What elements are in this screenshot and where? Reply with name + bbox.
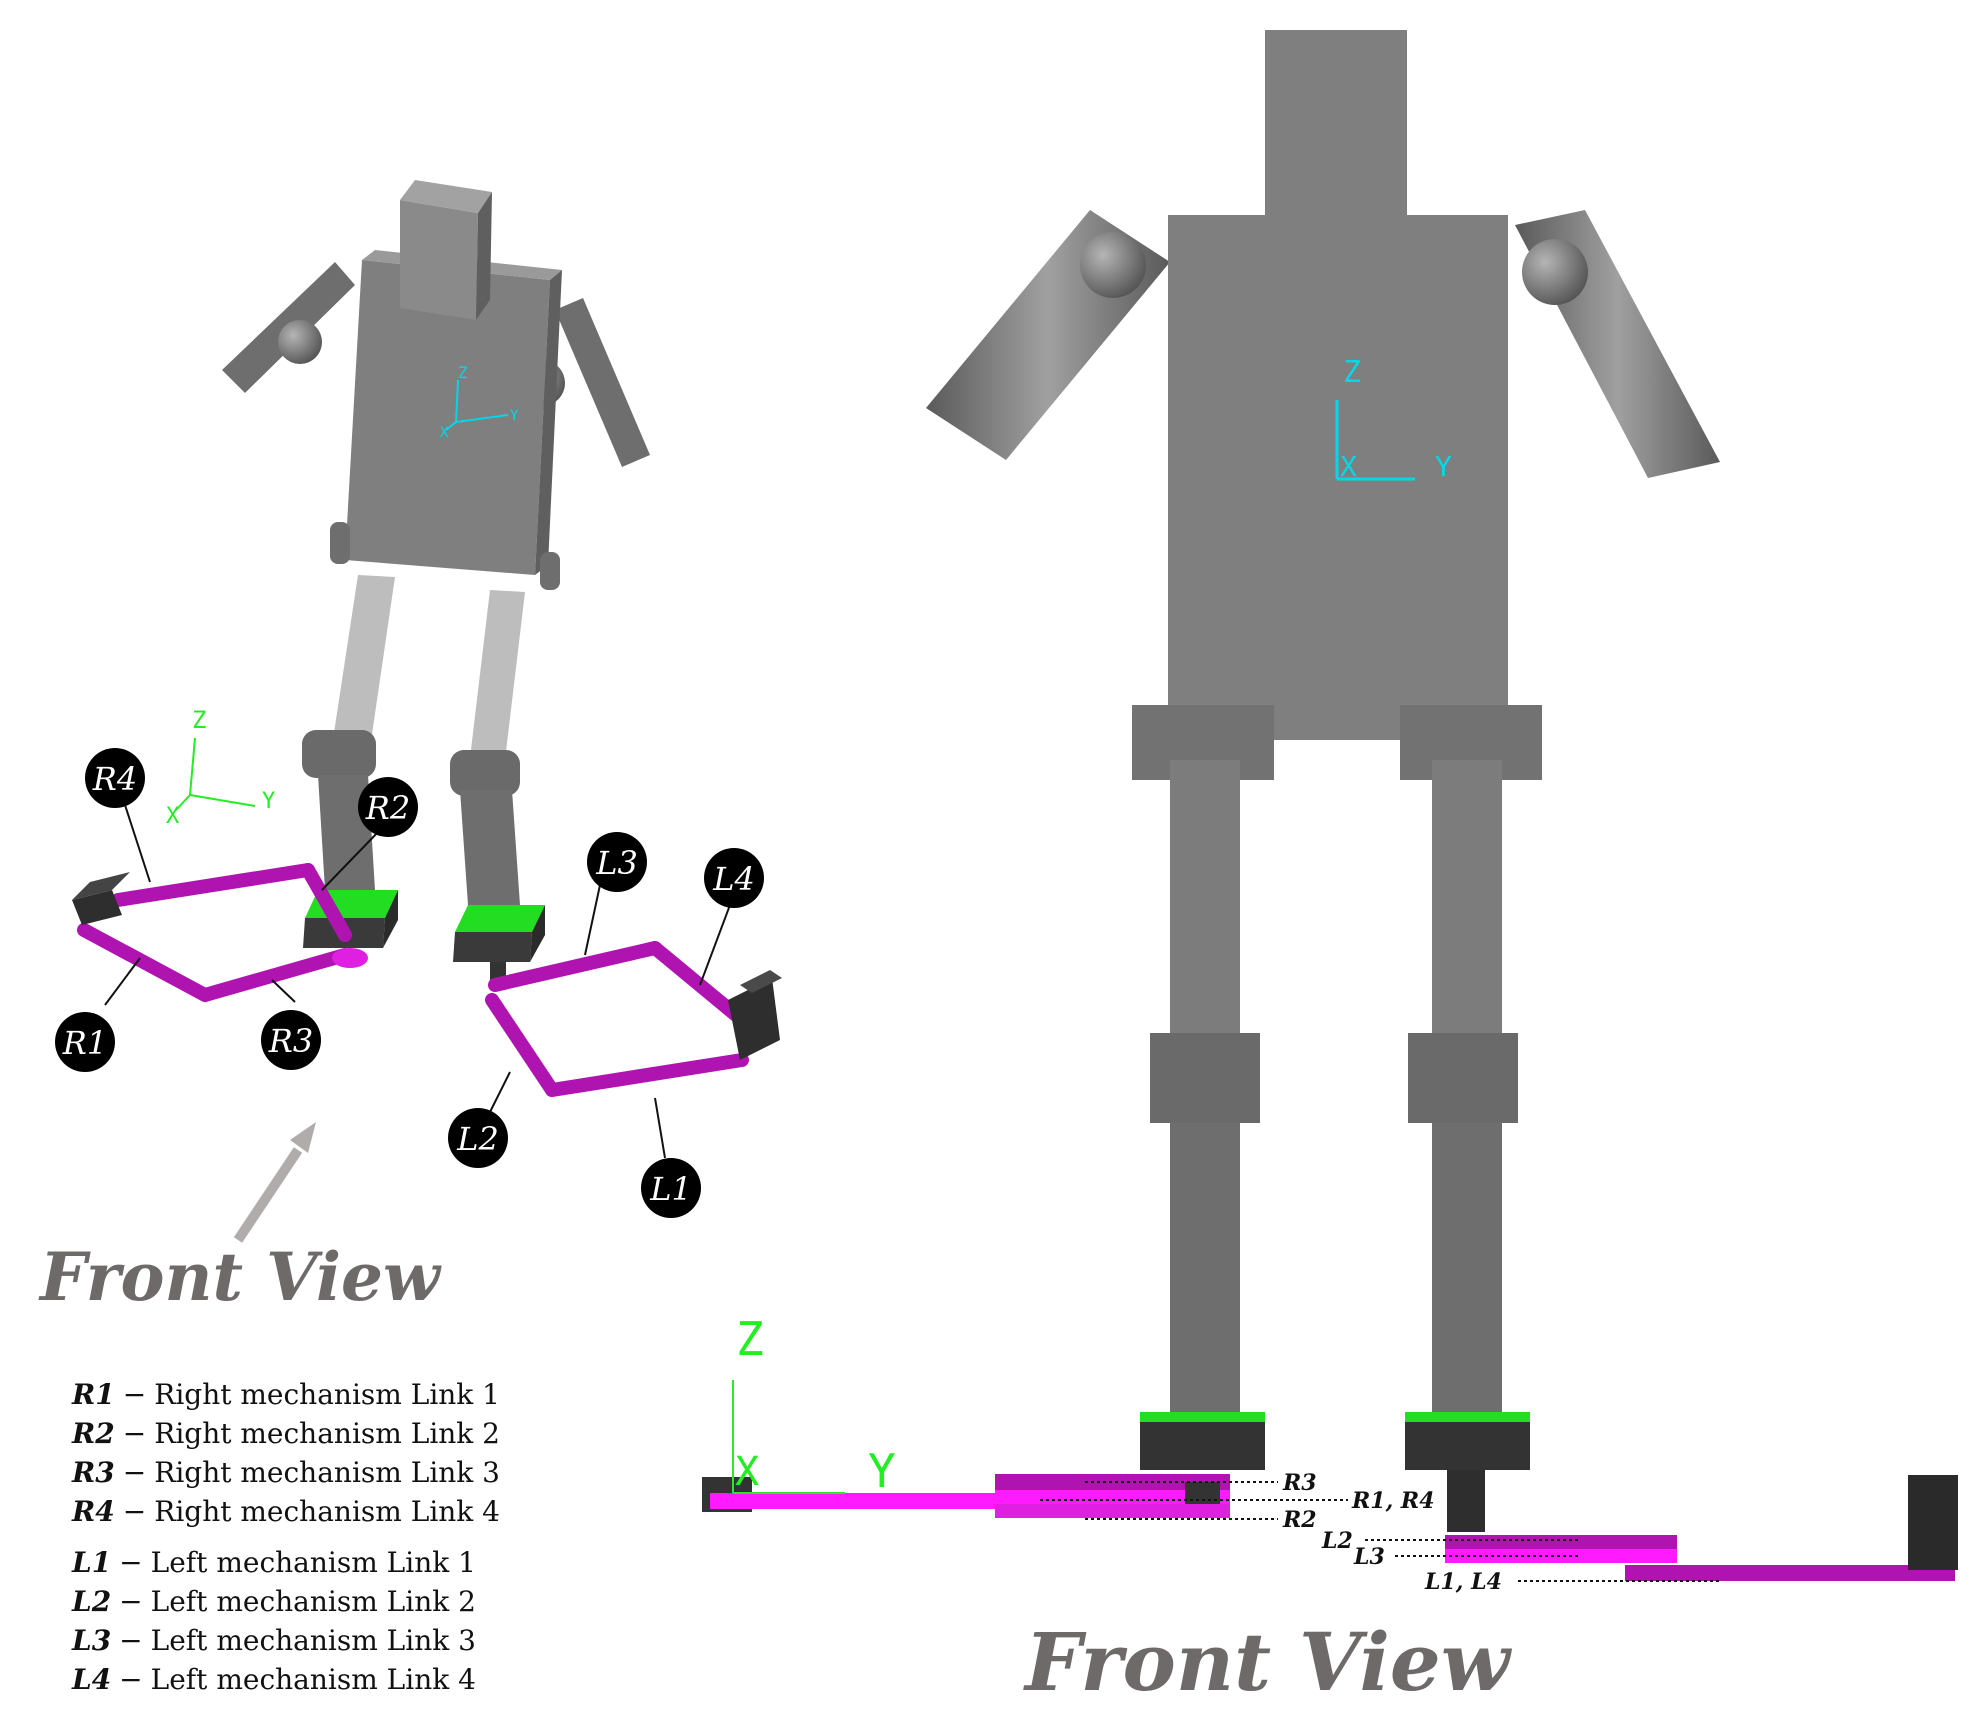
iso-torso-x-label: X (440, 425, 449, 441)
iso-shin-left (460, 790, 520, 905)
svg-text:R1: R1 (62, 1024, 107, 1062)
callout-r3: R3 (261, 1010, 321, 1070)
legend-item-l2: L2−Left mechanism Link 2 (72, 1585, 476, 1618)
link-l3 (488, 941, 662, 992)
iso-thigh-right (332, 575, 395, 748)
front-foot-left (1405, 1412, 1530, 1532)
callout-l2: L2 (448, 1108, 508, 1168)
iso-torso-y-label: Y (510, 408, 519, 424)
side-label-l1-l4: L1, L4 (1424, 1569, 1502, 1595)
front-torso-y-label: Y (1435, 450, 1452, 483)
view-direction-arrow (233, 1122, 316, 1243)
iso-hip-right (330, 522, 350, 564)
link-l1 (545, 1053, 749, 1097)
legend-item-r4: R4−Right mechanism Link 4 (72, 1495, 500, 1528)
legend-item-r2: R2−Right mechanism Link 2 (72, 1417, 500, 1450)
side-label-r1-r4: R1, R4 (1351, 1488, 1435, 1514)
callout-l1: L1 (641, 1158, 701, 1218)
link-l2 (485, 993, 559, 1097)
svg-text:L4: L4 (712, 860, 755, 898)
left-view-caption: Front View (38, 1238, 442, 1316)
link-legend: R1−Right mechanism Link 1 R2−Right mecha… (72, 1375, 592, 1699)
callout-r4: R4 (85, 748, 145, 808)
iso-hip-left (540, 552, 560, 590)
callout-l4: L4 (704, 848, 764, 908)
svg-text:L1: L1 (649, 1170, 692, 1208)
front-knee-left (1408, 1033, 1518, 1123)
link-r2 (301, 863, 352, 942)
front-leg-left-lower (1432, 1123, 1502, 1413)
callout-r2: R2 (358, 777, 418, 837)
front-world-axes (732, 1380, 845, 1494)
svg-text:R2: R2 (365, 789, 410, 827)
front-foot-right (1140, 1412, 1265, 1470)
side-label-l3: L3 (1353, 1544, 1385, 1570)
isometric-robot-view: Z Y X (38, 180, 782, 1316)
link-l4 (648, 941, 749, 1027)
front-head (1265, 30, 1407, 240)
link-r3 (198, 948, 352, 1002)
legend-item-l4: L4−Left mechanism Link 4 (72, 1663, 476, 1696)
front-torso-axes (1335, 400, 1415, 481)
front-right-mechanism (702, 1474, 1230, 1518)
iso-left-mechanism-base (728, 970, 782, 1060)
iso-torso-axes (445, 379, 509, 431)
front-leg-right-lower (1170, 1123, 1240, 1413)
front-robot-view: Z X Y (702, 30, 1958, 1709)
legend-item-r1: R1−Right mechanism Link 1 (72, 1378, 500, 1411)
callout-r1: R1 (55, 1012, 115, 1072)
link-r1 (77, 923, 212, 1002)
legend-item-l3: L3−Left mechanism Link 3 (72, 1624, 476, 1657)
front-torso-x-label: X (1340, 450, 1357, 483)
front-leg-left-upper (1432, 760, 1502, 1035)
side-label-leaders (1040, 1481, 1720, 1582)
front-knee-right (1150, 1033, 1260, 1123)
iso-thigh-left (470, 590, 525, 760)
side-label-r3: R3 (1282, 1470, 1317, 1496)
front-right-arm (926, 210, 1170, 460)
iso-knee-left (450, 750, 520, 796)
iso-torso-z-label: Z (458, 363, 468, 382)
iso-torso (345, 250, 562, 575)
side-label-r2: R2 (1282, 1507, 1317, 1533)
svg-text:R4: R4 (92, 760, 137, 798)
svg-text:L3: L3 (595, 844, 638, 882)
iso-world-z-label: Z (192, 706, 206, 734)
callout-leaders (104, 804, 731, 1159)
front-left-arm (1515, 210, 1720, 478)
iso-head (400, 180, 492, 320)
iso-left-mechanism (485, 941, 749, 1097)
iso-right-mechanism-base (72, 872, 368, 968)
iso-foot-left (453, 905, 545, 986)
svg-text:R3: R3 (268, 1022, 313, 1060)
front-world-y-label: Y (868, 1444, 896, 1498)
front-torso-z-label: Z (1343, 355, 1361, 390)
iso-right-arm (222, 262, 355, 393)
front-world-z-label: Z (736, 1312, 764, 1366)
legend-item-r3: R3−Right mechanism Link 3 (72, 1456, 500, 1489)
svg-text:L2: L2 (456, 1120, 499, 1158)
side-label-l2: L2 (1321, 1528, 1353, 1554)
right-view-caption: Front View (1023, 1615, 1513, 1709)
iso-knee-right (302, 730, 376, 778)
iso-world-axes (175, 737, 256, 811)
iso-world-x-label: X (166, 804, 180, 829)
front-left-mechanism (1445, 1475, 1958, 1581)
front-world-x-label: X (735, 1449, 759, 1495)
link-r4 (111, 863, 315, 907)
iso-world-y-label: Y (262, 789, 275, 814)
legend-item-l1: L1−Left mechanism Link 1 (72, 1546, 476, 1579)
callout-l3: L3 (587, 832, 647, 892)
iso-right-mechanism (77, 863, 352, 1002)
front-leg-right-upper (1170, 760, 1240, 1035)
